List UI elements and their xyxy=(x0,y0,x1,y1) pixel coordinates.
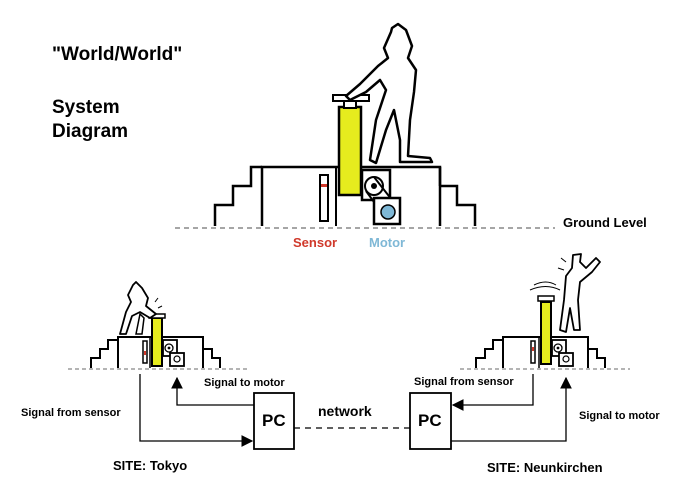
network-label: network xyxy=(318,403,372,419)
neun-signal-from-sensor-arrow xyxy=(451,374,534,411)
tokyo-signal-to-motor-arrow xyxy=(171,376,254,406)
subtitle-line-2: Diagram xyxy=(52,121,129,142)
site-neunkirchen-label: SITE: Neunkirchen xyxy=(487,460,603,475)
pc-label-neunkirchen: PC xyxy=(418,411,442,430)
pump-cylinder-neunkirchen xyxy=(540,301,552,365)
ground-level-label: Ground Level xyxy=(563,215,647,230)
neun-signal-from-sensor-label: Signal from sensor xyxy=(414,376,514,388)
pc-label-tokyo: PC xyxy=(262,411,286,430)
person-figure-neunkirchen xyxy=(559,253,601,333)
tokyo-signal-to-motor-label: Signal to motor xyxy=(204,377,285,389)
sensor-slot-main xyxy=(319,174,329,222)
motor-label: Motor xyxy=(369,235,406,250)
tokyo-installation xyxy=(68,281,250,370)
pc-box-tokyo xyxy=(253,392,295,450)
site-tokyo-label: SITE: Tokyo xyxy=(113,458,188,473)
neun-signal-to-motor-label: Signal to motor xyxy=(579,410,660,422)
person-figure-main xyxy=(344,22,434,165)
neun-signal-to-motor-arrow xyxy=(451,376,572,442)
person-figure-tokyo xyxy=(119,281,157,335)
pump-cylinder-tokyo xyxy=(151,317,163,367)
tokyo-signal-from-sensor-arrow xyxy=(139,374,254,447)
diagram-title: "World/World" xyxy=(52,44,183,65)
neunkirchen-installation xyxy=(460,253,630,370)
motor-rotor-main xyxy=(380,204,396,220)
sensor-label: Sensor xyxy=(293,235,338,250)
tokyo-signal-from-sensor-label: Signal from sensor xyxy=(21,407,121,419)
subtitle-line-1: System xyxy=(52,97,120,118)
main-installation xyxy=(175,22,555,229)
pc-box-neunkirchen xyxy=(409,392,452,450)
right-stairs-main xyxy=(440,184,477,226)
pump-cylinder-main xyxy=(337,105,363,197)
left-stairs-main xyxy=(213,165,262,226)
sensor-indicator-main xyxy=(321,184,327,187)
